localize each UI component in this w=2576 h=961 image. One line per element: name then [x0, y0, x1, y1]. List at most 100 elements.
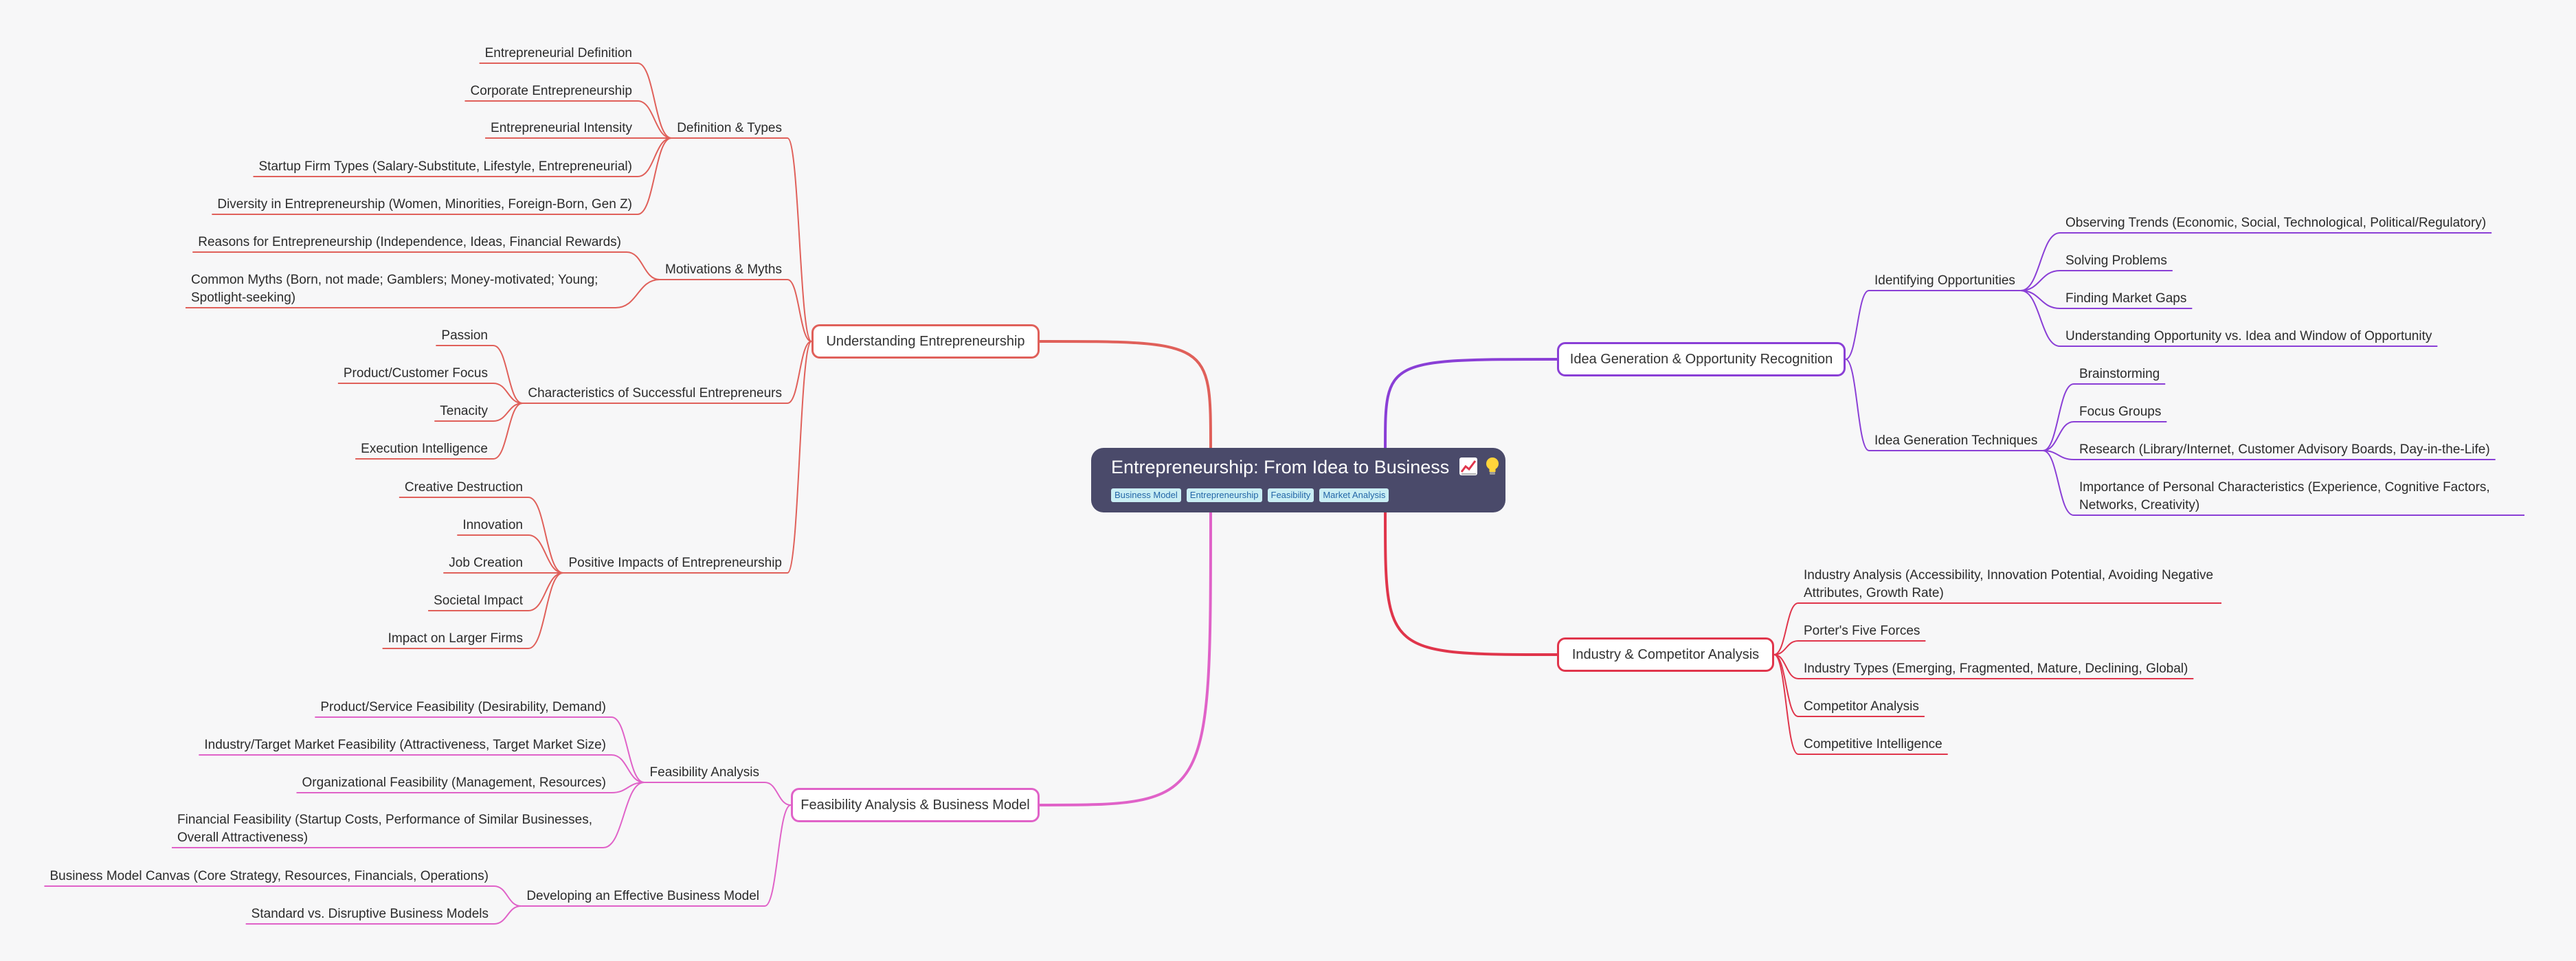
- leaf-finding-market-gaps[interactable]: Finding Market Gaps: [2065, 291, 2187, 306]
- leaf-industry-types[interactable]: Industry Types (Emerging, Fragmented, Ma…: [1804, 662, 2188, 676]
- link-leaf-innovation: [528, 534, 563, 574]
- root-link-branch-understanding-entrepreneurship: [1039, 340, 1212, 449]
- sub-motivations-myths[interactable]: Motivations & Myths: [665, 262, 782, 277]
- branch-industry-competitor[interactable]: Industry & Competitor Analysis: [1557, 637, 1774, 672]
- leaf-societal-impact[interactable]: Societal Impact: [434, 593, 523, 608]
- leaf-organizational-feasibility[interactable]: Organizational Feasibility (Management, …: [302, 776, 606, 790]
- link-leaf-corporate-entrepreneurship: [637, 100, 672, 139]
- link-sub-motivations-myths: [787, 279, 812, 342]
- link-leaf-focus-groups: [2043, 421, 2074, 451]
- link-leaf-creative-destruction: [528, 497, 563, 574]
- link-leaf-common-myths: [615, 279, 660, 308]
- leaf-observing-trends[interactable]: Observing Trends (Economic, Social, Tech…: [2065, 216, 2487, 230]
- branch-idea-generation[interactable]: Idea Generation & Opportunity Recognitio…: [1557, 342, 1846, 376]
- leaf-industry-market-feasibility[interactable]: Industry/Target Market Feasibility (Attr…: [204, 738, 606, 752]
- link-leaf-finding-market-gaps: [2020, 290, 2061, 309]
- leaf-competitor-analysis[interactable]: Competitor Analysis: [1804, 699, 1919, 714]
- link-leaf-passion: [493, 345, 523, 404]
- leaf-industry-analysis[interactable]: Industry Analysis (Accessibility, Innova…: [1804, 568, 2214, 600]
- root-tags: Business Model Entrepreneurship Feasibil…: [1111, 488, 1389, 502]
- leaf-solving-problems[interactable]: Solving Problems: [2065, 253, 2167, 268]
- leaf-entrepreneurial-intensity[interactable]: Entrepreneurial Intensity: [491, 121, 632, 135]
- leaf-innovation[interactable]: Innovation: [462, 518, 523, 532]
- link-leaf-product-customer-focus: [493, 383, 523, 404]
- link-leaf-porters-five-forces: [1773, 640, 1799, 655]
- link-leaf-entrepreneurial-definition: [637, 63, 672, 139]
- leaf-standard-vs-disruptive[interactable]: Standard vs. Disruptive Business Models: [251, 907, 489, 921]
- link-leaf-standard-vs-disruptive: [493, 905, 522, 925]
- root-node[interactable]: Entrepreneurship: From Idea to Business …: [1091, 448, 1505, 512]
- branch-understanding-entrepreneurship[interactable]: Understanding Entrepreneurship: [811, 324, 1040, 359]
- leaf-research[interactable]: Research (Library/Internet, Customer Adv…: [2079, 442, 2490, 457]
- sub-feasibility-analysis[interactable]: Feasibility Analysis: [649, 765, 759, 780]
- leaf-job-creation[interactable]: Job Creation: [449, 556, 523, 570]
- tag-feasibility[interactable]: Feasibility: [1267, 488, 1314, 502]
- link-leaf-product-service-feasibility: [611, 716, 645, 783]
- leaf-diversity[interactable]: Diversity in Entrepreneurship (Women, Mi…: [217, 197, 632, 212]
- leaf-competitive-intelligence[interactable]: Competitive Intelligence: [1804, 737, 1942, 751]
- sub-characteristics[interactable]: Characteristics of Successful Entreprene…: [528, 386, 782, 400]
- sub-definition-types[interactable]: Definition & Types: [677, 121, 782, 135]
- root-title-text: Entrepreneurship: From Idea to Business: [1111, 457, 1450, 477]
- leaf-passion[interactable]: Passion: [441, 328, 488, 343]
- link-leaf-observing-trends: [2020, 232, 2061, 291]
- link-leaf-reasons: [626, 251, 660, 280]
- link-leaf-societal-impact: [528, 572, 563, 611]
- leaf-opportunity-vs-idea[interactable]: Understanding Opportunity vs. Idea and W…: [2065, 329, 2432, 343]
- leaf-brainstorming[interactable]: Brainstorming: [2079, 367, 2160, 381]
- tag-business-model[interactable]: Business Model: [1111, 488, 1181, 502]
- link-leaf-startup-firm-types: [637, 137, 672, 177]
- branch-label: Feasibility Analysis & Business Model: [800, 797, 1030, 813]
- leaf-corporate-entrepreneurship[interactable]: Corporate Entrepreneurship: [470, 84, 632, 98]
- link-leaf-industry-market-feasibility: [611, 754, 645, 783]
- link-leaf-industry-analysis: [1773, 602, 1799, 655]
- link-sub-effective-business-model: [764, 804, 792, 907]
- leaf-entrepreneurial-definition[interactable]: Entrepreneurial Definition: [484, 46, 632, 60]
- link-leaf-brainstorming: [2043, 383, 2074, 451]
- sub-identifying-opportunities[interactable]: Identifying Opportunities: [1874, 273, 2015, 288]
- link-sub-identifying-opportunities: [1845, 290, 1870, 360]
- sub-effective-business-model[interactable]: Developing an Effective Business Model: [526, 889, 759, 903]
- leaf-porters-five-forces[interactable]: Porter's Five Forces: [1804, 624, 1920, 638]
- chart-increasing-icon: [1459, 457, 1478, 481]
- link-sub-positive-impacts: [787, 341, 812, 574]
- leaf-product-service-feasibility[interactable]: Product/Service Feasibility (Desirabilit…: [320, 700, 606, 714]
- link-sub-feasibility-analysis: [764, 782, 792, 806]
- leaf-execution-intelligence[interactable]: Execution Intelligence: [361, 442, 488, 456]
- link-leaf-solving-problems: [2020, 270, 2061, 291]
- link-sub-definition-types: [787, 137, 812, 342]
- leaf-tenacity[interactable]: Tenacity: [440, 404, 488, 418]
- leaf-startup-firm-types[interactable]: Startup Firm Types (Salary-Substitute, L…: [258, 159, 633, 174]
- link-leaf-personal-characteristics: [2043, 450, 2074, 516]
- leaf-focus-groups[interactable]: Focus Groups: [2079, 405, 2162, 419]
- tag-market-analysis[interactable]: Market Analysis: [1319, 488, 1389, 502]
- leaf-reasons[interactable]: Reasons for Entrepreneurship (Independen…: [198, 235, 621, 249]
- branch-label: Industry & Competitor Analysis: [1571, 646, 1760, 662]
- light-bulb-icon: [1484, 457, 1501, 481]
- root-title: Entrepreneurship: From Idea to Business: [1111, 457, 1501, 481]
- link-sub-idea-techniques: [1845, 359, 1870, 451]
- leaf-personal-characteristics[interactable]: Importance of Personal Characteristics (…: [2079, 480, 2490, 512]
- leaf-creative-destruction[interactable]: Creative Destruction: [404, 480, 523, 495]
- leaf-product-customer-focus[interactable]: Product/Customer Focus: [343, 366, 488, 381]
- link-leaf-execution-intelligence: [493, 403, 523, 460]
- sub-positive-impacts[interactable]: Positive Impacts of Entrepreneurship: [568, 556, 783, 570]
- link-leaf-diversity: [637, 137, 672, 215]
- root-link-branch-idea-generation: [1384, 358, 1558, 449]
- link-leaf-impact-larger-firms: [528, 572, 563, 649]
- link-leaf-business-model-canvas: [493, 885, 522, 907]
- leaf-business-model-canvas[interactable]: Business Model Canvas (Core Strategy, Re…: [49, 869, 489, 883]
- root-link-branch-industry-competitor: [1384, 512, 1558, 656]
- link-sub-characteristics: [787, 341, 812, 404]
- link-leaf-research: [2043, 450, 2074, 460]
- branch-feasibility-business-model[interactable]: Feasibility Analysis & Business Model: [791, 788, 1040, 822]
- sub-idea-techniques[interactable]: Idea Generation Techniques: [1874, 433, 2038, 448]
- root-link-branch-feasibility-business-model: [1039, 512, 1212, 806]
- tag-entrepreneurship[interactable]: Entrepreneurship: [1186, 488, 1262, 502]
- leaf-financial-feasibility[interactable]: Financial Feasibility (Startup Costs, Pe…: [177, 813, 593, 845]
- leaf-impact-larger-firms[interactable]: Impact on Larger Firms: [388, 631, 523, 646]
- leaf-common-myths[interactable]: Common Myths (Born, not made; Gamblers; …: [191, 273, 598, 305]
- link-leaf-financial-feasibility: [603, 782, 645, 848]
